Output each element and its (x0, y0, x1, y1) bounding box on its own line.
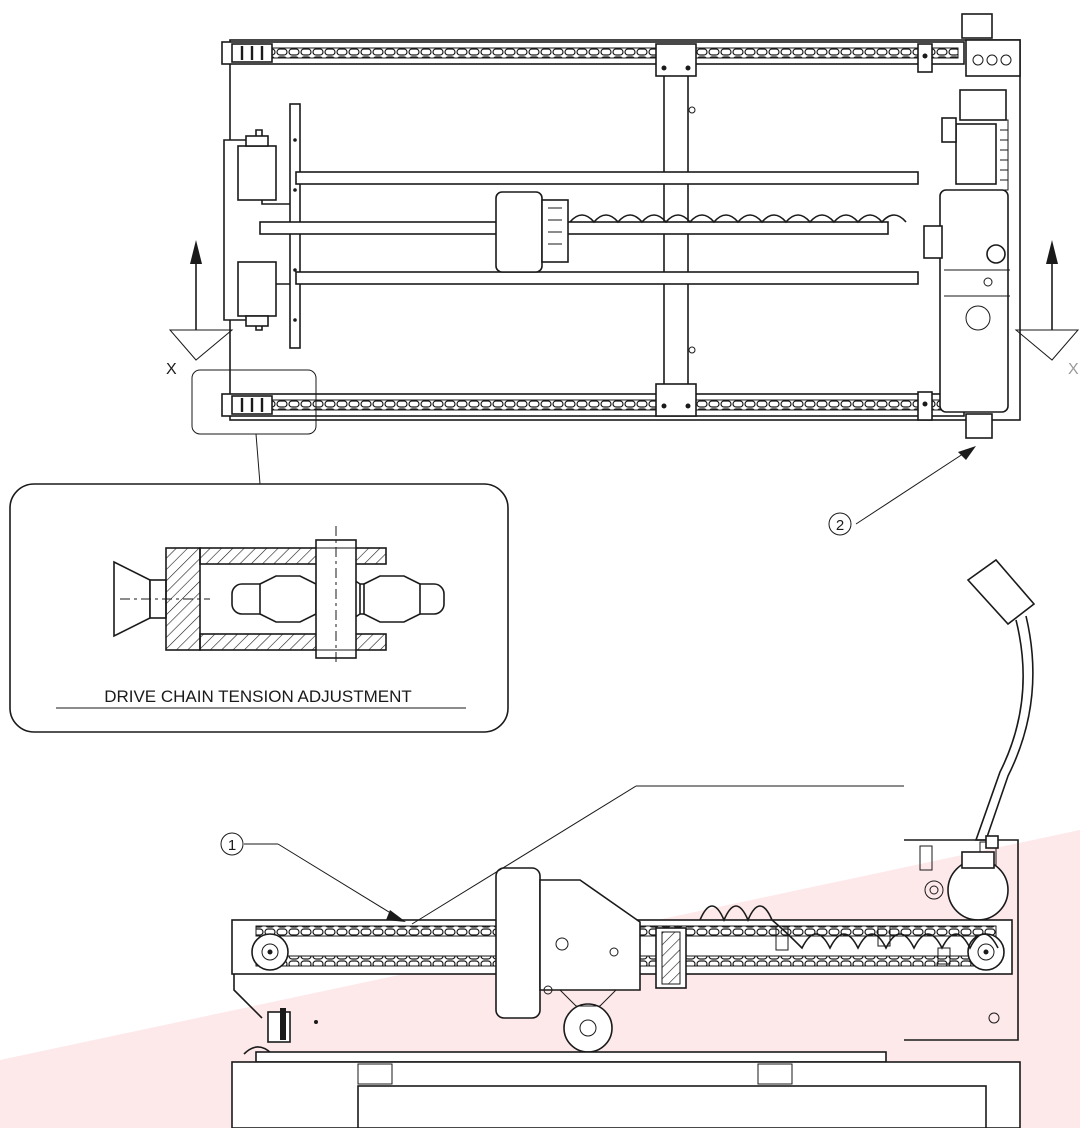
callout-2: 2 (828, 446, 976, 536)
wheel (563, 1003, 613, 1053)
cable-spiral (569, 214, 907, 224)
top-rail (221, 41, 965, 73)
guide-bar-upper (295, 171, 919, 185)
detail-leader-line (255, 433, 261, 485)
side-cable-spiral (699, 905, 999, 950)
housing-top-wall (199, 547, 387, 565)
detail-caption: DRIVE CHAIN TENSION ADJUSTMENT (104, 687, 412, 706)
guide-bar-middle (259, 221, 889, 235)
bottom-rail (221, 391, 965, 421)
callout-1-label: 1 (228, 837, 236, 854)
section-label-right: X (1068, 361, 1079, 378)
handle (966, 558, 1036, 841)
rail-leader-line (411, 785, 637, 925)
motor (947, 859, 1009, 921)
sprocket (231, 526, 445, 664)
top-view: X X 2 (166, 13, 1080, 536)
housing-bottom-wall (199, 633, 387, 651)
detail-view: DRIVE CHAIN TENSION ADJUSTMENT (9, 483, 509, 733)
detail-reference-box (191, 369, 317, 435)
guide-bar-lower (295, 271, 919, 285)
detail-panel (9, 483, 509, 733)
callout-2-label: 2 (836, 517, 844, 534)
section-marker-right: X (1014, 240, 1080, 378)
section-marker-left: X (166, 240, 234, 378)
base-frame (231, 974, 1021, 1129)
callout-1: 1 (220, 832, 406, 922)
drive-unit-top (923, 13, 1021, 439)
rear-housing (904, 839, 1019, 1041)
side-view: 1 (220, 558, 1036, 1129)
carriage-block (495, 191, 569, 273)
section-label-left: X (166, 361, 177, 378)
side-carriage (495, 867, 687, 1053)
